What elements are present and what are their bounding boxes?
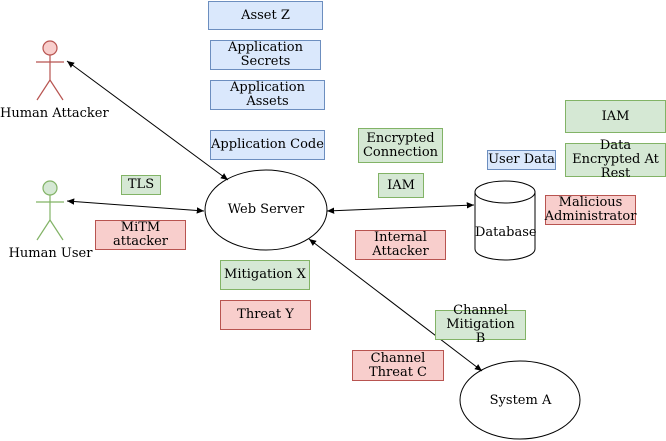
human-attacker-label: Human Attacker [0, 106, 109, 121]
mitigation-iam-link[interactable]: IAM [378, 173, 424, 198]
threat-channel-c[interactable]: Channel Threat C [352, 350, 444, 381]
system-a-label: System A [489, 393, 552, 408]
edge-webserver-database [326, 202, 475, 214]
database-label: Database [475, 225, 537, 240]
asset-application-assets[interactable]: Application Assets [210, 80, 325, 110]
edge-user-webserver [66, 198, 205, 214]
asset-user-data[interactable]: User Data [487, 150, 556, 170]
human-attacker-icon [36, 40, 64, 101]
mitigation-iam-database[interactable]: IAM [565, 100, 666, 133]
asset-application-secrets[interactable]: Application Secrets [210, 40, 321, 70]
threat-malicious-administrator[interactable]: Malicious Administrator [544, 195, 637, 225]
database-node[interactable] [474, 180, 536, 261]
asset-z[interactable]: Asset Z [208, 1, 323, 30]
edge-attacker-webserver [66, 60, 229, 181]
threat-mitm-attacker[interactable]: MiTM attacker [95, 220, 186, 250]
edge-webserver-systema [308, 238, 483, 372]
mitigation-x[interactable]: Mitigation X [220, 260, 310, 290]
mitigation-data-encrypted-at-rest[interactable]: Data Encrypted At Rest [565, 139, 666, 181]
threat-internal-attacker[interactable]: Internal Attacker [355, 230, 446, 260]
system-a-node[interactable] [459, 360, 581, 440]
web-server-label: Web Server [227, 202, 305, 217]
asset-application-code[interactable]: Application Code [210, 130, 325, 160]
human-user-icon [36, 180, 64, 241]
mitigation-tls[interactable]: TLS [121, 175, 161, 195]
mitigation-encrypted-connection[interactable]: Encrypted Connection [358, 128, 443, 163]
mitigation-channel-b[interactable]: Channel Mitigation B [435, 304, 526, 346]
human-user-label: Human User [8, 246, 93, 261]
threat-y[interactable]: Threat Y [220, 300, 311, 330]
